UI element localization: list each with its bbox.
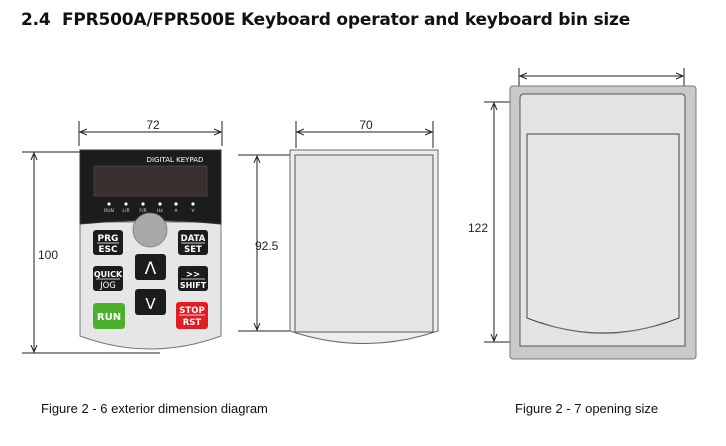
indicator-run: RUN	[104, 208, 114, 214]
esc-label: ESC	[98, 245, 118, 255]
indicator-fr: F/R	[139, 208, 146, 214]
keypad-side-view	[289, 149, 439, 344]
set-label: SET	[184, 245, 202, 255]
indicator-lr: L/R	[122, 208, 129, 214]
front-height-label: 100	[38, 248, 58, 262]
indicator-v: V	[191, 208, 195, 214]
front-width-label: 72	[146, 118, 160, 132]
rst-label: RST	[183, 318, 202, 328]
side-height-label: 92.5	[255, 239, 279, 253]
jog-label: JOG	[99, 281, 116, 291]
shift-label: SHIFT	[180, 281, 207, 290]
indicator-a: A	[174, 208, 178, 214]
opening-frame	[509, 85, 697, 360]
keypad-front: DIGITAL KEYPAD RUN L/R F/R Hz A V PRG ES…	[79, 149, 222, 350]
shift-button: >> SHIFT	[178, 266, 208, 291]
stop-label: STOP	[179, 306, 204, 316]
shift-arrows-icon: >>	[186, 270, 200, 280]
potentiometer-knob	[132, 212, 168, 248]
prg-label: PRG	[98, 234, 119, 244]
section-title: FPR500A/FPR500E Keyboard operator and ke…	[61, 10, 631, 30]
indicator-hz: Hz	[157, 208, 163, 214]
up-arrow-icon: Λ	[145, 259, 157, 279]
keypad-label: DIGITAL KEYPAD	[147, 156, 204, 164]
down-arrow-icon: V	[145, 295, 156, 313]
front-view-dimensions: 72 100	[22, 118, 223, 354]
indicator-leds: RUN L/R F/R Hz A V	[104, 202, 195, 214]
up-button: Λ	[135, 254, 166, 280]
led-display	[93, 165, 208, 197]
down-button: V	[135, 289, 166, 315]
run-button: RUN	[93, 303, 125, 329]
data-label: DATA	[181, 234, 206, 244]
section-heading: 2.4 FPR500A/FPR500E Keyboard operator an…	[21, 10, 630, 30]
section-number: 2.4	[21, 10, 51, 30]
run-label: RUN	[97, 312, 121, 323]
side-view-dimensions: 70 92.5	[238, 118, 434, 332]
stop-rst-button: STOP RST	[176, 302, 208, 329]
prg-esc-button: PRG ESC	[93, 230, 123, 255]
figure-7-caption: Figure 2 - 7 opening size	[515, 401, 659, 416]
opening-dimensions: 122	[468, 68, 685, 343]
quick-label: QUICK	[94, 270, 123, 279]
opening-height-label: 122	[468, 221, 488, 235]
data-set-button: DATA SET	[178, 230, 208, 255]
figure-6-caption: Figure 2 - 6 exterior dimension diagram	[41, 401, 268, 416]
side-width-label: 70	[359, 118, 373, 132]
quick-jog-button: QUICK JOG	[93, 266, 123, 291]
